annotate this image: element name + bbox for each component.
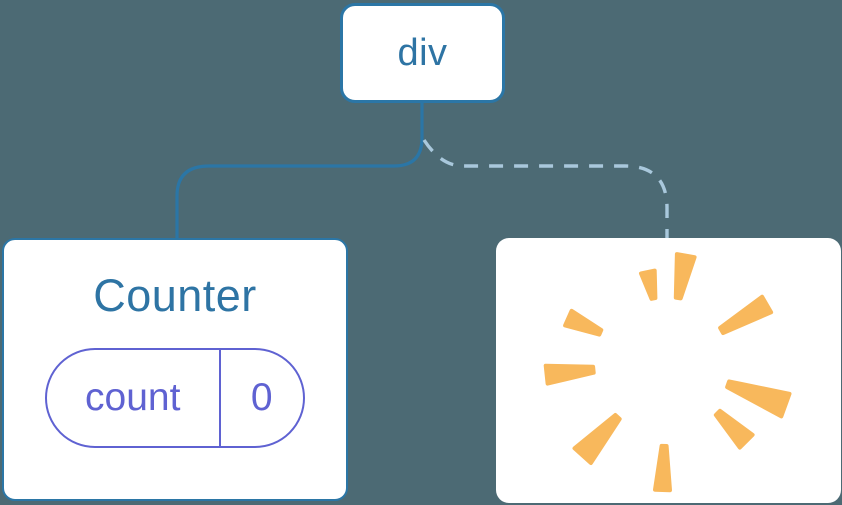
poof-ray: [673, 252, 697, 301]
connector-dashed-div-to-removed: [422, 139, 669, 240]
node-div-label: div: [397, 31, 448, 74]
tree-node-div: div: [340, 3, 505, 103]
poof-ray: [543, 363, 596, 386]
tree-node-removed: [496, 238, 841, 503]
tree-node-counter: Counter count 0: [2, 238, 348, 501]
poof-ray: [653, 443, 672, 493]
state-value: 0: [250, 376, 273, 419]
poof-icon: [543, 252, 792, 493]
poof-ray: [725, 379, 792, 419]
poof-ray: [639, 268, 658, 301]
counter-title: Counter: [93, 270, 257, 321]
poof-ray: [718, 294, 774, 336]
state-pill: count 0: [45, 348, 305, 448]
state-key-label: count: [47, 350, 221, 446]
connector-solid-div-to-counter: [175, 103, 424, 240]
poof-ray: [572, 413, 622, 465]
poof-ray: [563, 308, 604, 337]
poof-ray: [713, 408, 755, 450]
